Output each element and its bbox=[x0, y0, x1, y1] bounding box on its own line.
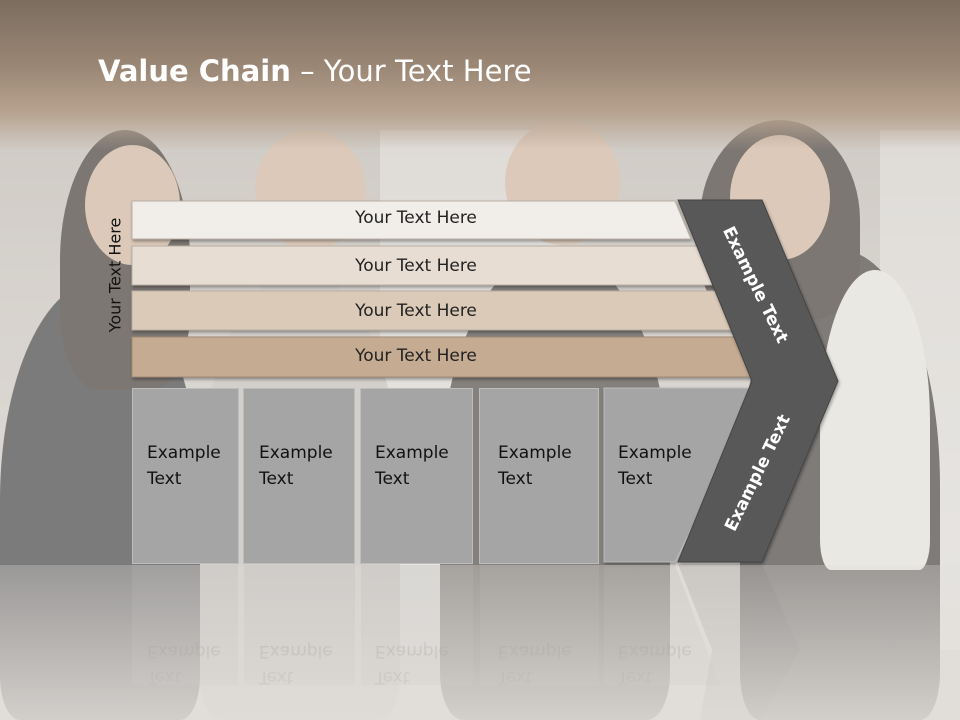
row-label: Your Text Here bbox=[355, 346, 477, 366]
column-text-line: Text bbox=[147, 469, 182, 489]
row-bar[interactable] bbox=[131, 200, 692, 240]
column-text-line: Example bbox=[618, 443, 692, 463]
column-text-line: Example bbox=[147, 443, 221, 463]
column-box-slanted[interactable] bbox=[603, 387, 761, 563]
column-text-line: Text bbox=[375, 469, 410, 489]
title-bold: Value Chain bbox=[98, 54, 291, 88]
column-box[interactable] bbox=[132, 388, 239, 564]
person-shirt bbox=[820, 270, 930, 570]
column-text-line: Text bbox=[498, 469, 533, 489]
row-label: Your Text Here bbox=[355, 301, 477, 321]
column-text-line: Text bbox=[259, 469, 294, 489]
column-text-line: Example bbox=[498, 443, 572, 463]
row-label: Your Text Here bbox=[355, 256, 477, 276]
column-box[interactable] bbox=[243, 388, 355, 564]
title-rest: – Your Text Here bbox=[290, 54, 532, 88]
column-text-line: Text bbox=[618, 469, 653, 489]
reflection-fade bbox=[0, 565, 960, 720]
column-text-line: Example bbox=[259, 443, 333, 463]
row-label: Your Text Here bbox=[355, 208, 477, 228]
column-box[interactable] bbox=[360, 388, 473, 564]
page-title: Value Chain – Your Text Here bbox=[98, 54, 532, 88]
column-box[interactable] bbox=[479, 388, 599, 564]
chevron-shape[interactable] bbox=[677, 199, 839, 563]
side-label: Your Text Here bbox=[105, 217, 125, 333]
header-band bbox=[0, 0, 960, 150]
column-text-line: Example bbox=[375, 443, 449, 463]
